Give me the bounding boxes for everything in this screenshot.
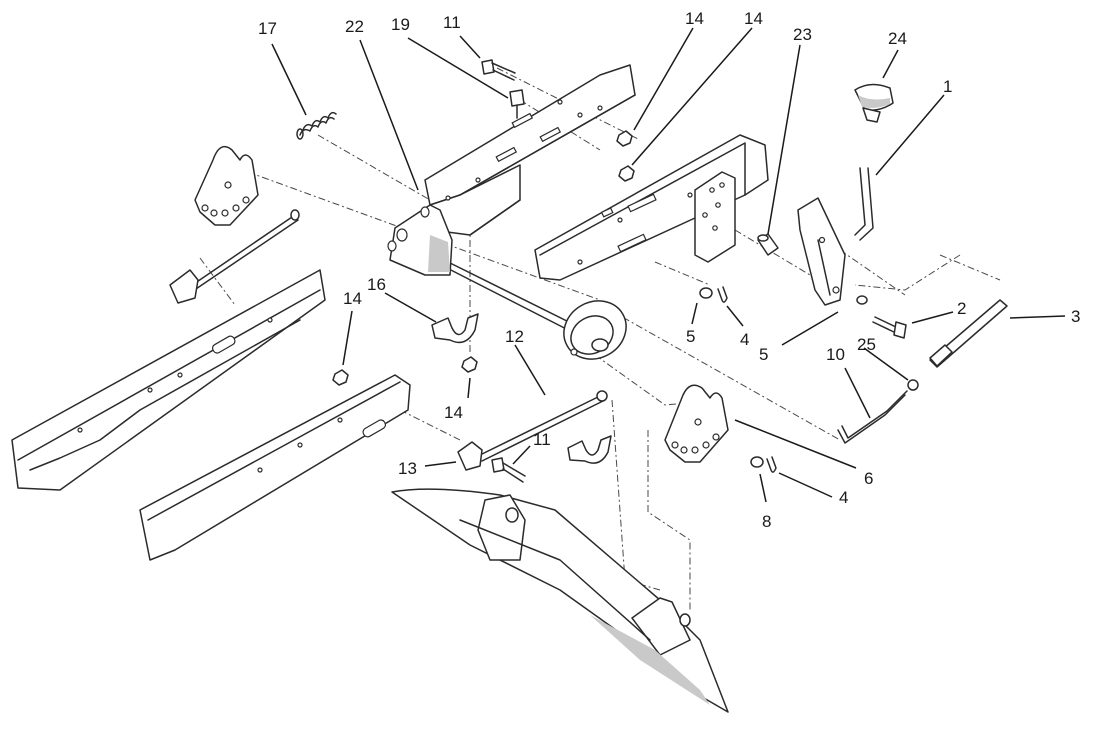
callout-13: 13 bbox=[398, 459, 417, 478]
bracket-plate-right bbox=[664, 384, 729, 463]
callout-14-left: 14 bbox=[343, 289, 362, 308]
adjuster-sleeve bbox=[929, 299, 1008, 368]
callout-leaders bbox=[271, 27, 1066, 503]
upper-frame-channel bbox=[424, 64, 636, 236]
callout-11-top: 11 bbox=[443, 13, 461, 32]
mounting-plate bbox=[694, 171, 736, 263]
callout-24: 24 bbox=[888, 29, 907, 48]
control-rod bbox=[457, 390, 608, 471]
callout-4-lower: 4 bbox=[839, 488, 848, 507]
u-clamp-lower bbox=[567, 435, 612, 464]
callout-5-right: 5 bbox=[759, 345, 768, 364]
pivot-bracket bbox=[387, 204, 453, 276]
bolt bbox=[872, 316, 907, 339]
lower-bolt bbox=[491, 457, 526, 483]
shift-lever bbox=[797, 167, 874, 306]
shift-knob bbox=[854, 83, 894, 123]
u-clamp bbox=[431, 313, 479, 344]
bracket-plate-left bbox=[194, 145, 259, 226]
washer bbox=[856, 295, 868, 305]
hex-nuts bbox=[332, 130, 635, 386]
nut bbox=[907, 379, 919, 391]
callout-5-left: 5 bbox=[686, 327, 695, 346]
callout-8: 8 bbox=[762, 512, 771, 531]
callout-23: 23 bbox=[793, 25, 812, 44]
spacer bbox=[757, 233, 779, 256]
callout-17: 17 bbox=[258, 19, 277, 38]
callout-numbers: 17 22 19 11 14 14 23 24 1 2 3 5 25 10 5 … bbox=[258, 9, 1080, 531]
callout-12: 12 bbox=[505, 327, 524, 346]
callout-14-lower: 14 bbox=[444, 403, 463, 422]
flat-washer bbox=[699, 287, 713, 299]
callout-16: 16 bbox=[367, 275, 386, 294]
callout-14-upper-left: 14 bbox=[685, 9, 704, 28]
callout-4-upper: 4 bbox=[740, 330, 749, 349]
pedal-arm bbox=[391, 488, 729, 713]
callout-3: 3 bbox=[1071, 307, 1080, 326]
flat-washer bbox=[750, 456, 764, 468]
callout-10: 10 bbox=[826, 345, 845, 364]
callout-11-lower: 11 bbox=[533, 430, 551, 449]
lower-frame-channel bbox=[139, 374, 411, 561]
callout-2: 2 bbox=[957, 299, 966, 318]
hairpin-clip bbox=[717, 286, 777, 473]
left-frame-channel bbox=[11, 269, 326, 491]
callout-14-upper-right: 14 bbox=[744, 9, 763, 28]
linkage-rod bbox=[837, 390, 908, 444]
pivot-shaft bbox=[439, 257, 586, 338]
callout-25: 25 bbox=[857, 335, 876, 354]
top-bolt bbox=[481, 59, 516, 81]
cam-disc bbox=[563, 300, 627, 360]
callout-19: 19 bbox=[391, 15, 410, 34]
screw bbox=[509, 89, 525, 119]
main-frame-channel bbox=[534, 134, 769, 281]
callout-22: 22 bbox=[345, 17, 364, 36]
callout-1: 1 bbox=[943, 77, 952, 96]
left-rod bbox=[169, 209, 300, 304]
callout-6: 6 bbox=[864, 469, 873, 488]
spring bbox=[296, 111, 337, 140]
